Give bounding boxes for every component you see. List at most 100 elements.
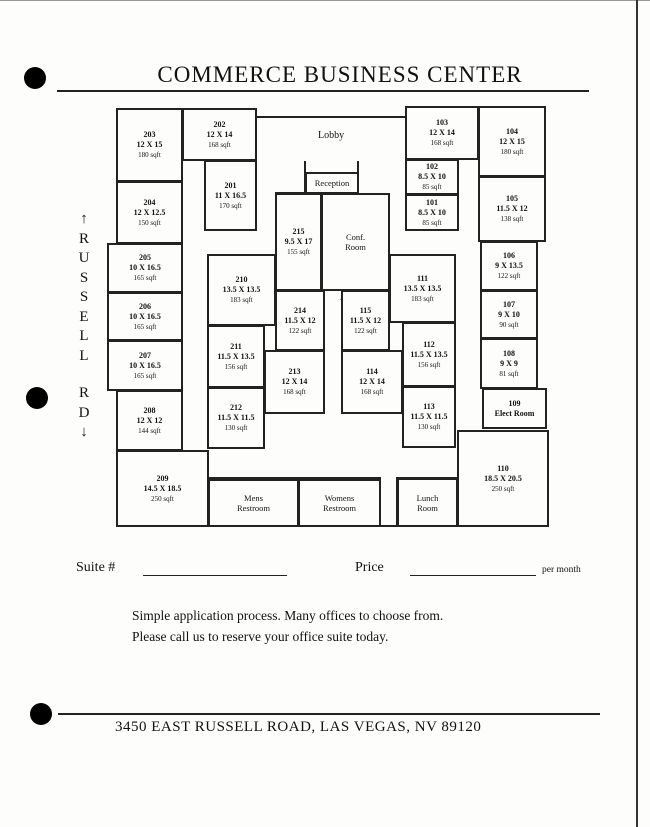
room-name: 106 [503,251,515,260]
room-area: 138 sqft [500,215,524,223]
room-dims: Room [417,502,438,513]
room-dims: 13.5 X 13.5 [403,283,442,293]
room-name: 213 [288,367,301,376]
page-title: COMMERCE BUSINESS CENTER [157,62,523,87]
room-name: Mens [244,493,263,503]
room-area: 165 sqft [133,322,157,331]
room-dims: 11 X 16.5 [214,190,247,200]
room-name: 214 [294,305,306,315]
room-area: 250 sqft [151,494,174,503]
room-name: 112 [423,339,435,349]
room-name: 108 [503,348,515,358]
room-dims: 9 X 13.5 [495,261,523,270]
room-name: 202 [213,119,226,129]
room-dims: 12 X 14 [429,128,455,137]
room-name: 114 [366,367,378,376]
message-line-1: Simple application process. Many offices… [132,608,444,623]
room-conf: Conf.Room [321,193,390,291]
room-name: Womens [324,493,355,503]
room-dims: 11.5 X 12 [496,204,528,213]
room-name: 201 [224,180,237,190]
room-area: 168 sqft [430,139,454,147]
price-label: Price [355,560,384,575]
address: 3450 EAST RUSSELL ROAD, LAS VEGAS, NV 89… [115,719,482,735]
room-area: 168 sqft [208,140,231,149]
room-dims: 10 X 16.5 [129,311,161,321]
room-dims: 10 X 16.5 [129,360,161,370]
room-dims: 11.5 X 13.5 [410,349,448,359]
street-letter: D [78,404,90,421]
per-month-label: per month [542,565,581,575]
room-area: 85 sqft [422,218,442,227]
room-name: 109 [508,398,521,408]
room-dims: 14.5 X 18.5 [143,483,182,493]
room-name: 204 [143,197,156,207]
room-name: 101 [426,197,438,207]
room-dims: 13.5 X 13.5 [222,285,261,294]
room-area: 130 sqft [224,424,248,432]
room-dims: 12 X 14 [206,129,233,139]
room-dims: 11.5 X 11.5 [410,412,448,421]
room-dims: Restroom [236,503,271,513]
room-name: 208 [143,405,156,415]
room-dims: Restroom [322,503,357,513]
room-dims: 18.5 X 20.5 [484,473,522,483]
room-dims: Reception [314,178,350,188]
room-area: 156 sqft [224,362,248,371]
lobby-label: Lobby [318,130,345,141]
room-area: 168 sqft [283,388,306,396]
room-name: 103 [436,118,448,127]
room-area: 156 sqft [417,360,441,369]
room-dims: Room [345,242,366,252]
room-area: 90 sqft [499,320,519,329]
street-letter: S [79,289,89,305]
room-area: 122 sqft [497,272,521,280]
room-eception: Reception [305,172,359,194]
room-area: 250 sqft [491,484,515,493]
room-dims: 12 X 14 [359,377,385,386]
room-dims: 12 X 12.5 [133,207,166,217]
room-name: 203 [143,130,156,139]
room-name: 111 [416,273,429,283]
room-area: 122 sqft [288,326,312,335]
price-input[interactable] [410,575,536,576]
suite-input[interactable] [143,575,287,576]
punch-hole [26,387,48,409]
street-letter: ↑ [80,211,88,227]
room-area: 180 sqft [500,147,524,156]
punch-hole [24,67,46,89]
message-line-2: Please call us to reserve your office su… [132,629,389,644]
room-name: Conf. [345,232,366,242]
room-area: 81 sqft [499,369,519,378]
room-area: 183 sqft [230,296,253,304]
room-area: 144 sqft [138,426,161,435]
room-name: 113 [423,402,435,411]
room-area: 170 sqft [219,201,242,210]
room-name: 107 [503,299,515,309]
room-area: 85 sqft [422,183,442,191]
